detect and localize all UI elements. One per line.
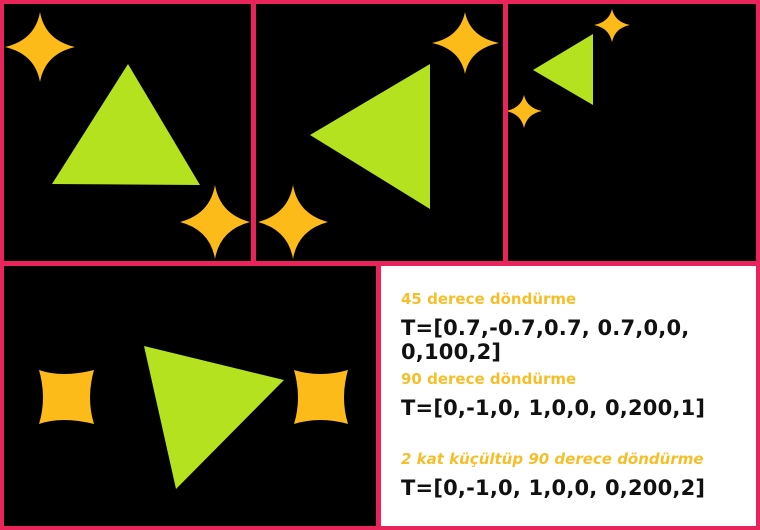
panel-rotate-45: [256, 4, 503, 261]
star-icon: [39, 370, 94, 424]
star-icon: [508, 95, 542, 128]
panel-rotate-90: [508, 4, 756, 261]
matrix-scale-90: T=[0,-1,0, 1,0,0, 0,200,2]: [401, 476, 706, 500]
caption-scale-90: 2 kat küçültüp 90 derece döndürme: [401, 450, 704, 468]
transform-info-panel: 45 derece döndürme T=[0.7,-0.7,0.7, 0.7,…: [381, 266, 756, 526]
triangle-icon: [310, 64, 430, 209]
star-icon: [294, 370, 348, 424]
caption-45: 45 derece döndürme: [401, 290, 577, 308]
panel-scale-rotate: [4, 266, 376, 526]
caption-90: 90 derece döndürme: [401, 370, 577, 388]
triangle-icon: [52, 64, 200, 185]
matrix-45: T=[0.7,-0.7,0.7, 0.7,0,0, 0,100,2]: [401, 316, 690, 364]
star-icon: [432, 12, 499, 74]
matrix-90: T=[0,-1,0, 1,0,0, 0,200,1]: [401, 396, 706, 420]
triangle-icon: [533, 34, 593, 105]
star-icon: [180, 185, 250, 259]
star-icon: [594, 9, 630, 42]
star-icon: [5, 12, 75, 82]
star-icon: [258, 185, 328, 259]
panel-original: [4, 4, 251, 261]
triangle-icon: [144, 346, 284, 489]
